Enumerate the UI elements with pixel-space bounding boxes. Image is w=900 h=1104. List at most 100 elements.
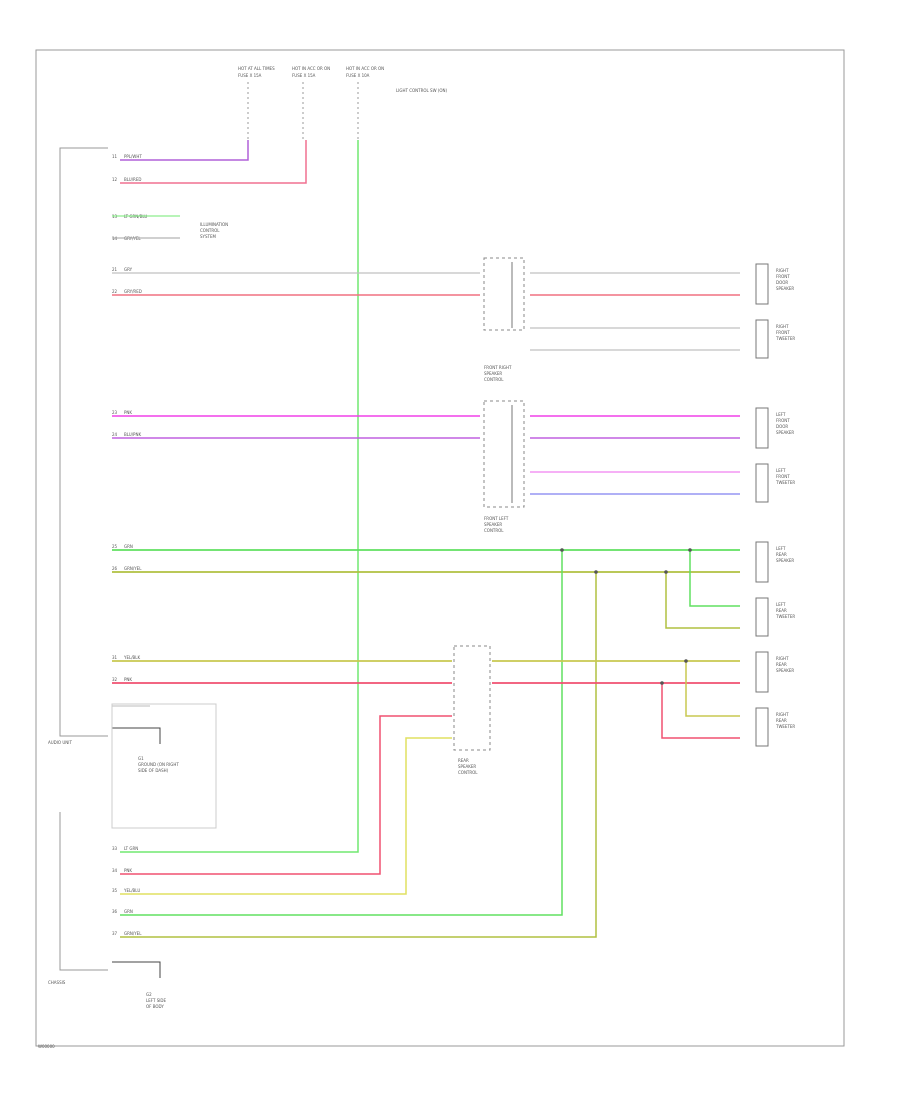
svg-text:TWEETER: TWEETER [775,724,795,729]
fl-module-label-1: FRONT LEFT [484,516,509,521]
ground-wire-g1 [112,727,161,744]
svg-text:RIGHT: RIGHT [776,268,789,273]
illum-note-2: CONTROL [200,228,220,233]
front-left-control-module [483,400,525,508]
wire-33 [120,140,359,853]
wire-12 [120,140,307,184]
rear-module-label-2: SPEAKER [458,764,476,769]
wire-11 [120,140,249,161]
svg-text:PNK: PNK [124,677,132,682]
fuse-2-rating: FUSE X 15A [292,73,316,78]
svg-text:BLU/RED: BLU/RED [124,177,141,182]
svg-text:36: 36 [112,909,118,914]
svg-text:32: 32 [112,677,118,682]
svg-text:PPL/WHT: PPL/WHT [124,154,142,159]
svg-text:12: 12 [112,177,118,182]
svg-text:22: 22 [112,289,118,294]
svg-text:TWEETER: TWEETER [775,614,795,619]
footer-code: W00000 [38,1044,55,1049]
diagram-border [35,49,845,1047]
fuse-3-rating: FUSE X 10A [346,73,370,78]
svg-text:RIGHT: RIGHT [776,324,789,329]
speaker-left-front-door: LEFT FRONT DOOR SPEAKER [755,407,794,449]
svg-text:REAR: REAR [776,662,787,667]
chassis-label: CHASSIS [48,980,66,985]
svg-text:LT GRN: LT GRN [124,846,138,851]
svg-text:37: 37 [112,931,118,936]
speaker-left-rear-tweeter: LEFT REAR TWEETER [755,597,795,637]
illum-note-3: SYSTEM [200,234,216,239]
svg-text:BLU/PNK: BLU/PNK [124,432,141,437]
svg-text:GRY/RED: GRY/RED [124,289,142,294]
ground-wire-g2 [112,961,161,978]
svg-text:26: 26 [112,566,118,571]
svg-text:31: 31 [112,655,118,660]
illum-note-1: ILLUMINATION [200,222,228,227]
g1-label-1: G1 [138,756,144,761]
svg-text:FRONT: FRONT [776,274,790,279]
wire-35 [120,737,452,895]
svg-text:RIGHT: RIGHT [776,656,789,661]
chassis-bracket [59,812,108,971]
speakers: RIGHT FRONT DOOR SPEAKER RIGHT FRONT TWE… [755,263,795,747]
svg-text:LEFT: LEFT [776,546,786,551]
fuse-2-title: HOT IN ACC OR ON [292,66,330,71]
rear-module-label-1: REAR [458,758,469,763]
svg-text:33: 33 [112,846,118,851]
audio-unit-bracket [59,147,108,737]
svg-text:GRN: GRN [124,544,133,549]
svg-text:24: 24 [112,432,118,437]
svg-text:DOOR: DOOR [776,280,788,285]
svg-text:PNK: PNK [124,410,132,415]
g2-label-2: LEFT SIDE [146,998,167,1003]
svg-text:YEL/BLK: YEL/BLK [123,655,141,660]
g2-label-1: G2 [146,992,152,997]
speaker-left-rear: LEFT REAR SPEAKER [755,541,794,583]
wire-37 [120,572,597,938]
svg-text:GRN: GRN [124,909,133,914]
svg-text:LEFT: LEFT [776,412,786,417]
fuse-3-title: HOT IN ACC OR ON [346,66,384,71]
speaker-right-rear: RIGHT REAR SPEAKER [755,651,794,693]
wire-36 [120,550,563,916]
fr-module-label-2: SPEAKER [484,371,502,376]
svg-text:35: 35 [112,888,118,893]
speaker-left-front-tweeter: LEFT FRONT TWEETER [755,463,795,503]
svg-text:FRONT: FRONT [776,330,790,335]
fuse-1-rating: FUSE X 15A [238,73,262,78]
g1-label-3: SIDE OF DASH) [138,768,169,773]
svg-text:PNK: PNK [124,868,132,873]
svg-text:GRN/YEL: GRN/YEL [124,931,142,936]
g2-label-3: OF BODY [146,1004,164,1009]
svg-text:34: 34 [112,868,118,873]
g1-label-2: GROUND (ON RIGHT [138,762,179,767]
svg-text:SPEAKER: SPEAKER [776,430,794,435]
audio-unit-label: AUDIO UNIT [48,740,72,745]
svg-text:23: 23 [112,410,118,415]
speaker-right-front-tweeter: RIGHT FRONT TWEETER [755,319,795,359]
svg-text:SPEAKER: SPEAKER [776,558,794,563]
svg-text:LEFT: LEFT [776,602,786,607]
svg-text:TWEETER: TWEETER [775,480,795,485]
wire-34 [120,715,452,875]
svg-text:11: 11 [112,154,118,159]
rear-control-module [453,645,491,751]
svg-text:FRONT: FRONT [776,474,790,479]
fuse-note: LIGHT CONTROL SW (ON) [396,88,448,93]
svg-text:DOOR: DOOR [776,424,788,429]
fl-module-label-2: SPEAKER [484,522,502,527]
svg-text:25: 25 [112,544,118,549]
speaker-right-rear-tweeter: RIGHT REAR TWEETER [755,707,795,747]
svg-text:21: 21 [112,267,118,272]
fr-module-label-1: FRONT RIGHT [484,365,512,370]
svg-text:REAR: REAR [776,718,787,723]
fr-module-label-3: CONTROL [484,377,504,382]
rear-module-label-3: CONTROL [458,770,478,775]
svg-text:SPEAKER: SPEAKER [776,668,794,673]
svg-text:GRY: GRY [124,267,133,272]
svg-text:GRN/YEL: GRN/YEL [124,566,142,571]
svg-text:SPEAKER: SPEAKER [776,286,794,291]
svg-text:TWEETER: TWEETER [775,336,795,341]
